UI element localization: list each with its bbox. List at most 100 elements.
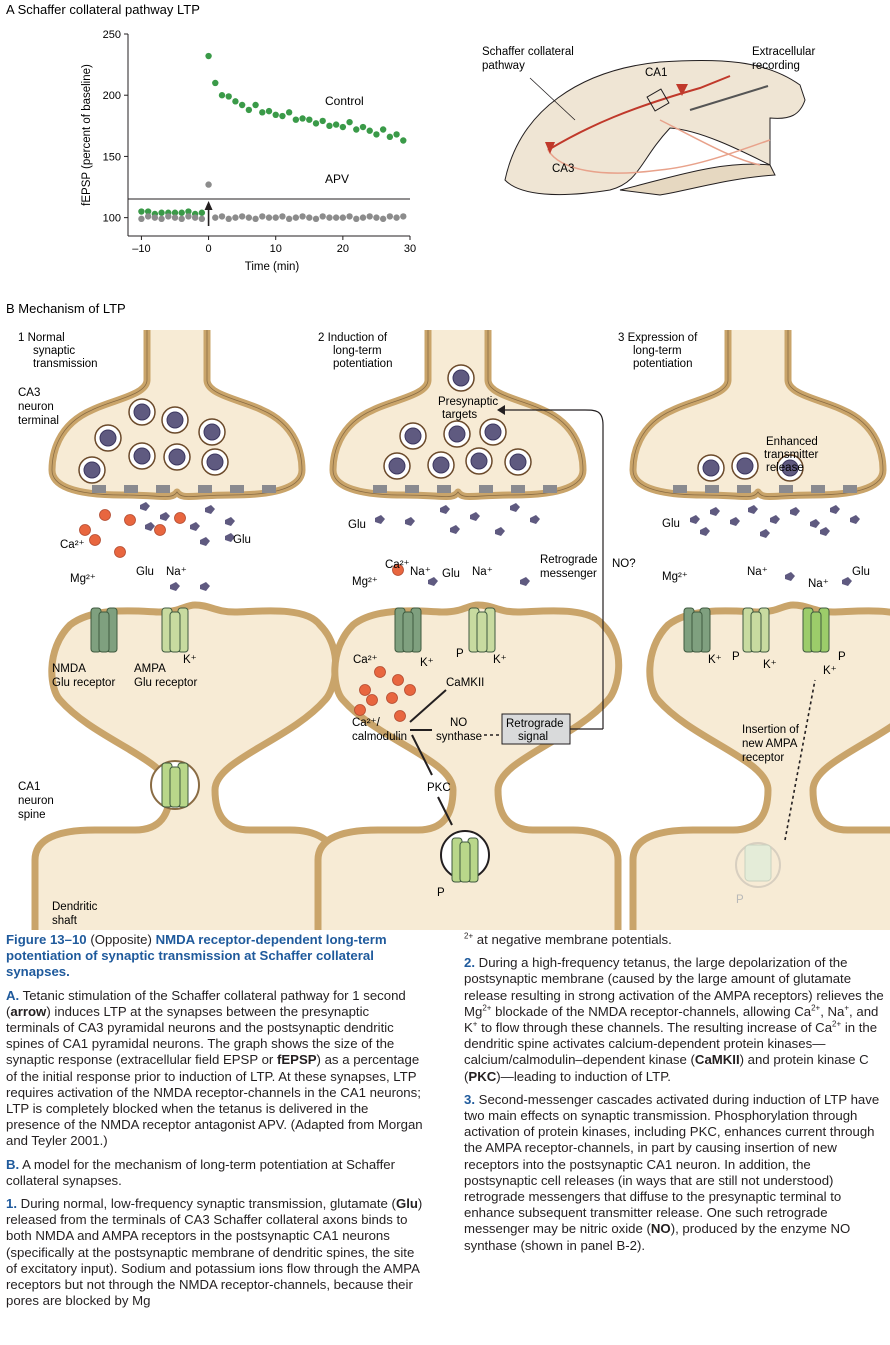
retrograde-arrow	[505, 409, 604, 560]
col2-no-synthase-2: synthase	[436, 731, 482, 743]
col2-heading-2: long-term	[333, 345, 382, 357]
panel-b-column-1	[31, 330, 340, 930]
release-site	[811, 485, 825, 493]
col2-pkc: PKC	[427, 782, 451, 794]
stimulus-arrow-head	[204, 201, 213, 210]
figure-title: NMDA receptor-dependent long-term potent…	[6, 932, 387, 980]
calcium-ion	[89, 534, 101, 546]
apv-point	[218, 213, 226, 220]
y-tick-label: 200	[103, 90, 121, 102]
sup-mg: 2+	[464, 931, 474, 941]
apv-point	[400, 213, 407, 220]
point-1-text-1: During normal, low-frequency synaptic tr…	[20, 1196, 396, 1212]
control-point	[359, 123, 367, 131]
vesicle-transmitter	[404, 427, 422, 445]
apv-point	[332, 214, 340, 221]
part-a-text-3: ) as a percentage of the initial respons…	[6, 1052, 423, 1149]
caption-part-a: A. Tetanic stimulation of the Schaffer c…	[6, 988, 426, 1150]
col3-insertion-2: new AMPA	[742, 738, 798, 750]
col1-heading-2: synaptic	[33, 345, 75, 357]
caption-point-3: 3. Second-messenger cascades activated d…	[464, 1092, 884, 1254]
calcium-ion	[394, 710, 406, 722]
apv-point	[144, 213, 152, 220]
apv-point	[346, 213, 353, 220]
point-2-text-8: )—leading to induction of LTP.	[496, 1068, 671, 1084]
postsynaptic-spine	[629, 601, 890, 930]
arrow-to-camkii	[409, 689, 447, 723]
col3-glu-label-2: Glu	[852, 566, 870, 578]
release-site	[92, 485, 106, 493]
col2-ca-label: Ca²⁺	[385, 559, 410, 571]
part-a-text-1: Tetanic stimulation of the Schaffer coll…	[6, 987, 406, 1019]
col2-na-label: Na⁺	[410, 566, 431, 578]
vesicle-transmitter	[133, 447, 151, 465]
apv-point	[386, 213, 394, 220]
sup-1: 2+	[482, 1003, 492, 1013]
col3-enhanced-1: Enhanced	[766, 436, 818, 448]
col2-ca-label-2: Ca²⁺	[353, 654, 378, 666]
apv-point	[326, 214, 333, 221]
calcium-ion	[374, 666, 386, 678]
control-point	[326, 122, 333, 130]
point-3-text-1: Second-messenger cascades activated duri…	[464, 1091, 880, 1237]
vesicle-transmitter	[432, 456, 450, 474]
control-point	[346, 118, 353, 126]
glutamate-molecule	[770, 515, 780, 524]
receptor-subunit	[98, 611, 110, 653]
col2-retro-1: Retrograde	[540, 554, 598, 566]
col1-ampa-label-2: Glu receptor	[134, 677, 197, 689]
col2-glu-label: Glu	[348, 519, 366, 531]
schematic-ca3-label: CA3	[552, 163, 574, 175]
release-site	[479, 485, 493, 493]
col3-glu-label: Glu	[662, 518, 680, 530]
terminal-outline	[332, 330, 584, 497]
release-site	[705, 485, 719, 493]
schematic-pathway-label-2: pathway	[482, 60, 525, 72]
vesicle-transmitter	[470, 452, 488, 470]
apv-point	[238, 213, 246, 220]
control-point	[393, 131, 400, 138]
part-a-text-2: ) induces LTP at the synapses between th…	[6, 1003, 395, 1068]
figure-opposite: (Opposite)	[90, 932, 152, 947]
xlabel: Time (min)	[245, 261, 300, 273]
schematic-pathway-label: Schaffer collateral	[482, 46, 574, 58]
col2-heading-3: potentiation	[333, 358, 392, 370]
col3-mg-label: Mg²⁺	[662, 571, 688, 583]
col3-insertion-1: Insertion of	[742, 724, 800, 736]
hippocampus-lower	[619, 163, 776, 196]
apv-point	[379, 215, 387, 223]
ca1-neuron-path	[659, 119, 761, 166]
calcium-ion	[154, 524, 166, 536]
col2-heading-1: 2 Induction of	[318, 332, 388, 344]
retrograde-arrow-head	[497, 405, 505, 415]
calcium-ion	[124, 514, 136, 526]
point-2-pkc: PKC	[468, 1068, 497, 1084]
col1-terminal-2: neuron	[18, 401, 54, 413]
col1-nmda-label-1: NMDA	[52, 663, 86, 675]
apv-point	[158, 215, 165, 223]
glutamate-molecule	[200, 537, 210, 546]
receptor-faded	[744, 844, 772, 882]
vesicle-transmitter	[206, 453, 224, 471]
point-3-lead: 3.	[464, 1091, 475, 1107]
glutamate-molecule	[440, 505, 450, 514]
col1-spine-3: spine	[18, 809, 46, 821]
vesicle-transmitter	[448, 425, 466, 443]
vesicle-transmitter	[133, 403, 151, 421]
caption-point-2: 2. During a high-frequency tetanus, the …	[464, 955, 884, 1085]
calcium-ion	[79, 524, 91, 536]
receptor-subunit	[459, 841, 471, 883]
receptor-subunit	[810, 611, 822, 653]
glutamate-molecule	[205, 505, 215, 514]
sup-5: 2+	[832, 1019, 842, 1029]
col1-ampa-label-1: AMPA	[134, 663, 166, 675]
apv-point	[319, 213, 326, 220]
control-point	[138, 208, 145, 215]
arrow-to-endosome	[437, 796, 453, 826]
point-2-text-3: , Na	[820, 1003, 845, 1019]
apv-point	[279, 213, 286, 220]
control-point	[218, 92, 226, 99]
apv-point	[292, 214, 300, 221]
control-point	[171, 209, 179, 216]
